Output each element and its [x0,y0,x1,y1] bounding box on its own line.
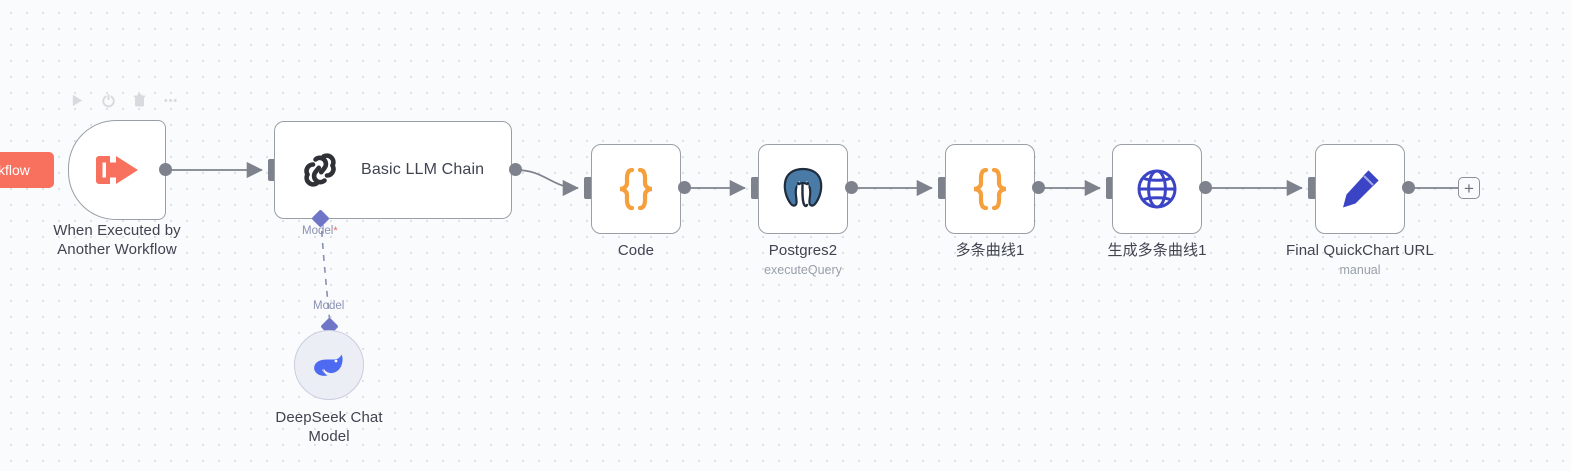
node-label-postgres2: Postgres2 [768,242,838,259]
node-deepseek-chat-model[interactable] [294,330,364,400]
pinned-workflow-tag-label: kflow [0,162,30,178]
add-node-button-label: + [1464,178,1474,198]
globe-icon [1137,169,1177,209]
delete-node-icon[interactable] [132,93,147,108]
arrow-out-of-bracket-icon [96,156,138,184]
more-options-icon[interactable] [163,93,178,108]
node-subtitle-final-quickchart-url: manual [1339,263,1381,277]
add-node-button[interactable]: + [1458,177,1480,199]
deepseek-whale-icon [314,354,343,376]
output-endpoint-final-quickchart-url[interactable] [1402,181,1415,194]
curly-braces-icon [619,167,653,211]
output-endpoint-trigger[interactable] [159,163,172,176]
node-final-quickchart-url[interactable] [1315,144,1405,234]
output-endpoint-postgres2[interactable] [845,181,858,194]
input-endpoint-code[interactable] [584,177,593,199]
curly-braces-icon [973,167,1007,211]
node-code[interactable] [591,144,681,234]
execute-node-icon[interactable] [70,93,85,108]
output-endpoint-basic-llm-chain[interactable] [509,163,522,176]
node-label-code: Code [617,242,655,259]
node-duotiao-quxian-1[interactable] [945,144,1035,234]
postgresql-elephant-icon [783,167,823,208]
node-label-deepseek-chat-model: DeepSeek Chat Model [275,409,383,445]
input-endpoint-final-quickchart-url[interactable] [1308,177,1317,199]
pencil-icon [1343,170,1379,208]
output-endpoint-code[interactable] [678,181,691,194]
input-endpoint-postgres2[interactable] [751,177,760,199]
output-endpoint-shengcheng-duotiao-quxian-1[interactable] [1199,181,1212,194]
node-toolbar[interactable] [70,93,178,108]
node-label-basic-llm-chain: Basic LLM Chain [361,161,485,178]
node-label-when-executed-by-another-workflow: When Executed by Another Workflow [53,222,181,258]
node-label-duotiao-quxian-1: 多条曲线1 [955,242,1025,259]
chain-link-icon [304,153,336,187]
node-label-final-quickchart-url: Final QuickChart URL [1286,242,1434,259]
input-endpoint-basic-llm-chain[interactable] [268,159,277,181]
pinned-workflow-tag[interactable]: kflow [0,152,54,188]
model-port-label-required: Model* [302,225,338,237]
input-endpoint-shengcheng-duotiao-quxian-1[interactable] [1106,177,1115,199]
node-when-executed-by-another-workflow[interactable] [68,120,166,220]
node-basic-llm-chain[interactable]: Basic LLM Chain [274,121,512,219]
deactivate-node-icon[interactable] [101,93,116,108]
required-marker: * [333,225,338,237]
node-subtitle-postgres2: executeQuery [764,263,842,277]
output-endpoint-duotiao-quxian-1[interactable] [1032,181,1045,194]
node-label-shengcheng-duotiao-quxian-1: 生成多条曲线1 [1107,242,1207,259]
model-port-label-deepseek: Model [313,300,345,312]
input-endpoint-duotiao-quxian-1[interactable] [938,177,947,199]
node-shengcheng-duotiao-quxian-1[interactable] [1112,144,1202,234]
node-postgres2[interactable] [758,144,848,234]
